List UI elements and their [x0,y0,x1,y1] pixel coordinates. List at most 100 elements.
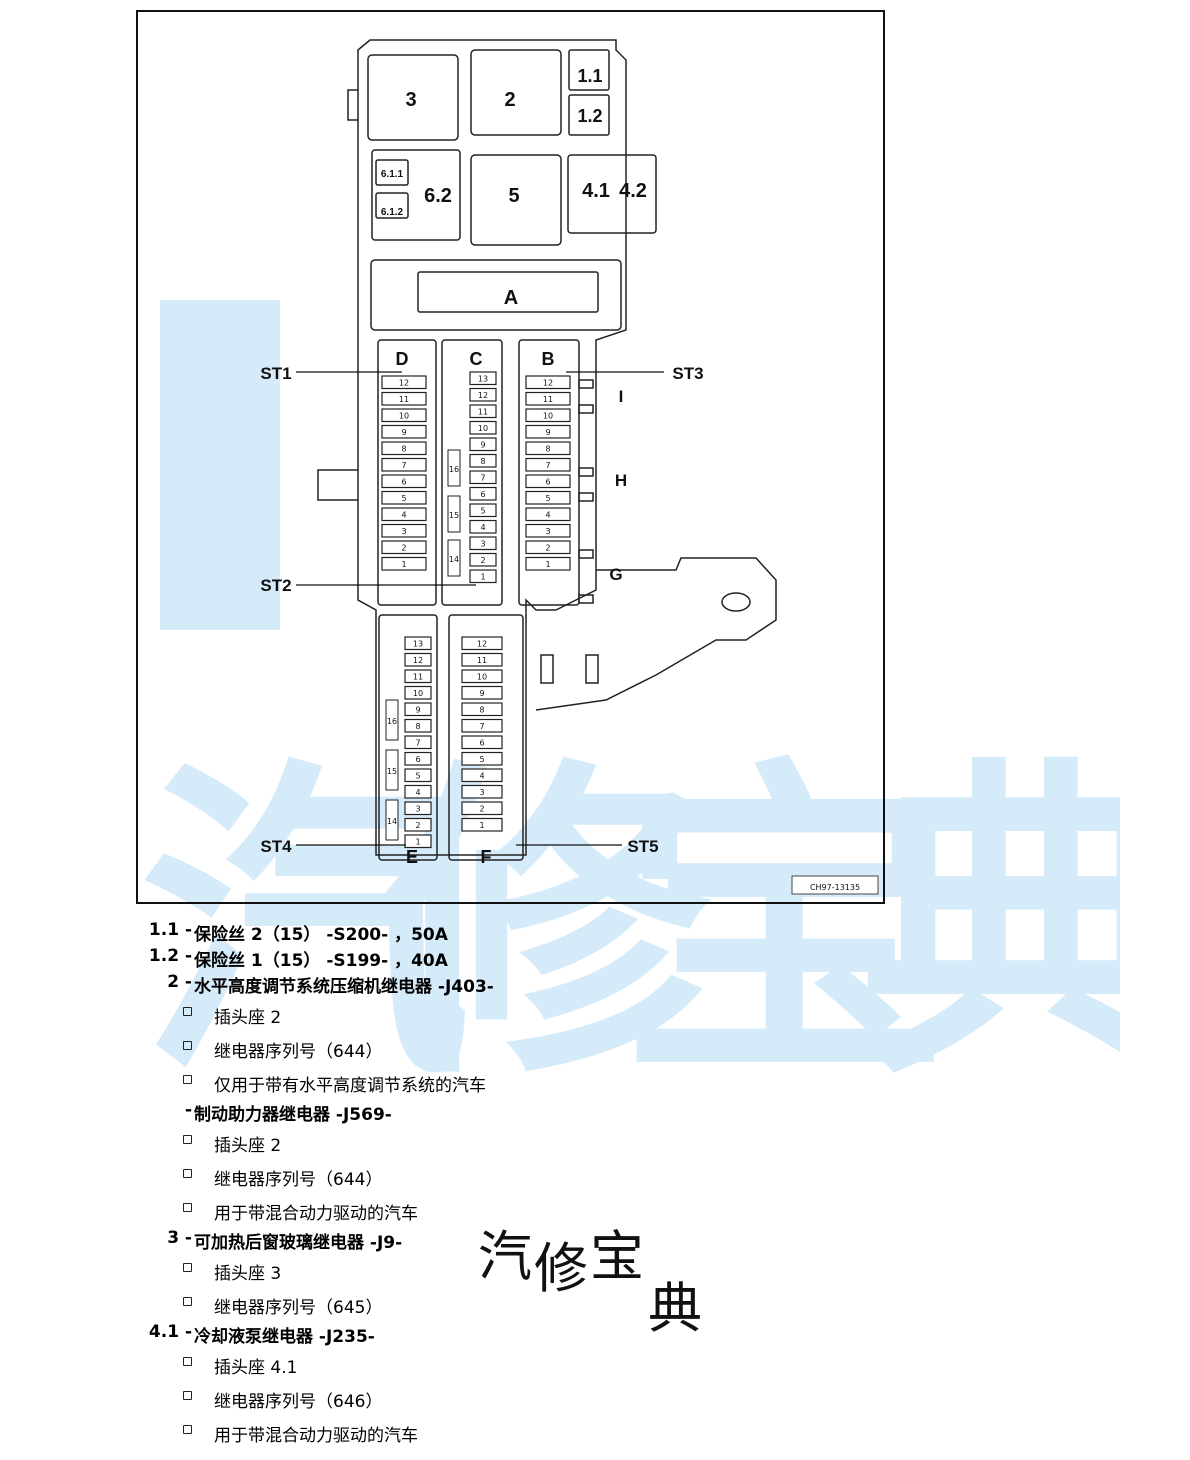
side-label-i: I [619,387,624,406]
holder-label-e: E [406,847,418,867]
fuse-slot-number: 4 [479,772,484,781]
fuse-slot [461,817,503,832]
legend-text: 可加热后窗玻璃继电器 -J9- [194,1233,403,1253]
fuse-slot-number: 12 [543,379,553,388]
fuse-slot-number: 11 [478,408,488,417]
fuse-slot [381,490,427,505]
small-slot-number: 15 [449,511,459,520]
small-slot [447,449,461,487]
fuse-slot-number: 5 [480,507,485,516]
fuse-slot [461,718,503,733]
legend-text: 插头座 4.1 [214,1358,298,1378]
slot-label-4-1: 4.1 [582,180,610,202]
small-slot-number: 16 [449,465,459,474]
checkbox-bullet-icon [183,1169,192,1178]
fuse-slot-number: 2 [415,821,420,830]
fuse-slot-number: 3 [415,805,420,814]
fuse-slot [525,474,571,489]
callout-st3: ST3 [672,364,703,383]
fuse-slot [404,669,432,684]
fuse-slot [381,408,427,423]
fuse-slot-number: 2 [401,544,406,553]
fuse-slot [404,817,432,832]
fuse-slot [469,470,497,485]
fuse-slot-number: 7 [480,474,485,483]
fuse-slot-number: 9 [480,441,485,450]
fuse-slot [461,669,503,684]
fuse-slot-number: 5 [479,755,484,764]
small-slot-number: 15 [387,767,397,776]
fuse-slot-number: 7 [545,461,550,470]
fuse-slot [404,685,432,700]
callout-st4: ST4 [260,837,292,856]
fuse-slot [404,702,432,717]
holder-label-c: C [470,349,483,369]
fuse-slot [404,652,432,667]
fuse-slot-number: 3 [401,527,406,536]
fuse-slot [469,536,497,551]
fuse-slot [381,556,427,571]
fuse-slot [469,569,497,584]
fuse-slot [469,503,497,518]
fuse-slot-number: 5 [401,494,406,503]
small-slot-number: 14 [449,555,459,564]
legend-text: 继电器序列号（646） [214,1392,383,1412]
fuse-slot-number: 3 [545,527,550,536]
holder-label-f: F [481,847,492,867]
fuse-slot [525,556,571,571]
fuse-slot [525,490,571,505]
fuse-slot [461,751,503,766]
checkbox-bullet-icon [183,1357,192,1366]
fuse-slot-number: 9 [545,428,550,437]
slot-label-1-1: 1.1 [577,66,602,86]
fuse-slot-number: 4 [415,788,420,797]
fuse-slot [469,519,497,534]
legend-text: 插头座 3 [214,1264,282,1284]
fuse-slot [461,652,503,667]
fuse-slot [469,387,497,402]
fuse-slot-number: 6 [479,739,484,748]
small-slot [385,749,399,791]
legend-text: 冷却液泵继电器 -J235- [194,1327,375,1347]
small-slot [385,799,399,841]
legend-text: 用于带混合动力驱动的汽车 [214,1426,418,1446]
checkbox-bullet-icon [183,1425,192,1434]
fuse-slot-number: 5 [415,772,420,781]
legend-number: - [184,1100,192,1120]
fuse-slot-number: 4 [480,523,485,532]
small-slot [385,699,399,741]
slot-label-2: 2 [504,89,515,111]
fuse-slot [381,391,427,406]
fuse-slot [469,453,497,468]
fuse-slot [404,784,432,799]
fuse-slot [461,685,503,700]
fuse-slot-number: 9 [479,689,484,698]
fuse-slot [525,391,571,406]
fuse-slot-number: 3 [479,788,484,797]
fuse-slot [525,523,571,538]
side-label-h: H [615,471,627,490]
fuse-slot [469,404,497,419]
fuse-slot [404,768,432,783]
checkbox-bullet-icon [183,1391,192,1400]
slot-label-6-2: 6.2 [424,185,452,207]
fuse-slot-number: 8 [545,445,550,454]
figure-code: CH97-13135 [810,883,860,892]
fuse-slot-number: 13 [478,375,488,384]
fuse-slot [461,735,503,750]
fuse-slot [525,540,571,555]
fuse-slot [404,718,432,733]
fuse-slot-number: 8 [480,457,485,466]
legend-text: 仅用于带有水平高度调节系统的汽车 [214,1076,486,1096]
fuse-slot-number: 10 [413,689,423,698]
fuse-slot-number: 13 [413,640,423,649]
fuse-slot [381,457,427,472]
small-slot [447,495,461,533]
slot-label-1-2: 1.2 [577,106,602,126]
fuse-slot-number: 2 [480,556,485,565]
fuse-slot-number: 12 [477,640,487,649]
legend-number: 1.2 - [148,946,192,966]
checkbox-bullet-icon [183,1041,192,1050]
fuse-slot-number: 9 [415,706,420,715]
